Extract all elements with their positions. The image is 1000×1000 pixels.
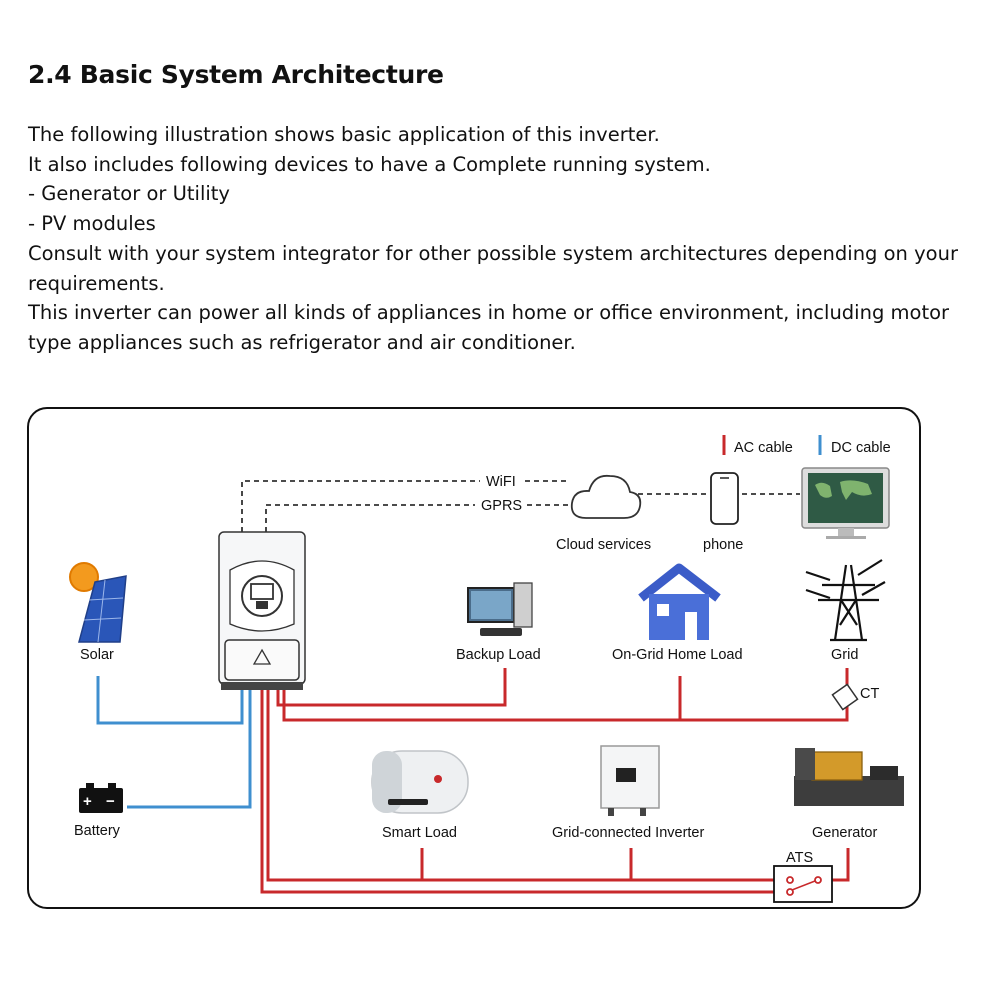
communication-lines <box>241 480 800 532</box>
dc-legend-label: DC cable <box>831 440 891 456</box>
grid-inverter-icon <box>600 745 660 816</box>
inverter-terminal-cover <box>224 639 300 681</box>
battery-cable <box>127 690 252 809</box>
battery-icon: + − <box>79 783 123 813</box>
intro-line-4: - PV modules <box>28 212 156 236</box>
warning-triangle-icon <box>252 648 272 665</box>
intro-line-5: Consult with your system integrator for … <box>28 241 958 295</box>
ongrid-home-load-label: On-Grid Home Load <box>612 647 743 663</box>
water-heater-icon <box>371 750 469 814</box>
computer-icon <box>467 582 533 636</box>
intro-line-1: The following illustration shows basic a… <box>28 123 660 146</box>
intro-line-2: It also includes following devices to ha… <box>28 152 711 176</box>
ats-output-cable <box>260 690 790 894</box>
cloud-icon <box>570 474 642 519</box>
ct-label: CT <box>860 686 879 702</box>
section-heading: 2.4 Basic System Architecture <box>28 60 444 89</box>
grid-ct-cable <box>680 706 849 722</box>
ats-input-cable <box>266 690 790 882</box>
smart-load-label: Smart Load <box>382 825 457 841</box>
hybrid-inverter <box>218 531 306 690</box>
ac-cables <box>260 668 850 894</box>
gprs-line <box>265 504 475 532</box>
battery-minus: − <box>106 793 115 810</box>
generator-icon <box>794 748 904 806</box>
wifi-label: WiFI <box>486 474 516 490</box>
ats-switch <box>773 865 833 903</box>
battery-plus: + <box>83 793 92 810</box>
cloud-label: Cloud services <box>556 537 651 553</box>
backup-load-label: Backup Load <box>456 647 541 663</box>
ongrid-bus-cable <box>282 676 682 722</box>
battery-label: Battery <box>74 823 121 839</box>
grid-connected-inverter-label: Grid-connected Inverter <box>552 825 704 841</box>
legend: AC cable DC cable <box>722 435 891 456</box>
solar-cable <box>96 676 244 725</box>
wifi-line <box>241 480 480 532</box>
ct-sensor-icon <box>831 683 859 711</box>
inverter-connectors <box>221 682 303 690</box>
grid-label: Grid <box>831 647 858 663</box>
inverter-display-icon <box>241 575 283 617</box>
phone-icon <box>710 472 739 525</box>
generator-label: Generator <box>812 825 877 841</box>
monitor-icon <box>801 467 890 539</box>
intro-line-6: This inverter can power all kinds of app… <box>28 301 950 354</box>
gprs-label: GPRS <box>481 498 522 514</box>
phone-label: phone <box>703 537 743 553</box>
solar-label: Solar <box>80 647 114 663</box>
architecture-diagram-frame <box>27 407 921 909</box>
backup-load-cable <box>276 668 507 707</box>
intro-text: The following illustration shows basic a… <box>28 120 988 358</box>
transmission-tower-icon <box>805 559 886 642</box>
solar-panel-icon <box>69 562 127 643</box>
intro-line-3: - Generator or Utility <box>28 182 230 206</box>
dc-cables <box>96 676 252 809</box>
ac-legend-label: AC cable <box>734 440 793 456</box>
ats-label: ATS <box>786 850 813 866</box>
house-icon <box>638 563 721 640</box>
